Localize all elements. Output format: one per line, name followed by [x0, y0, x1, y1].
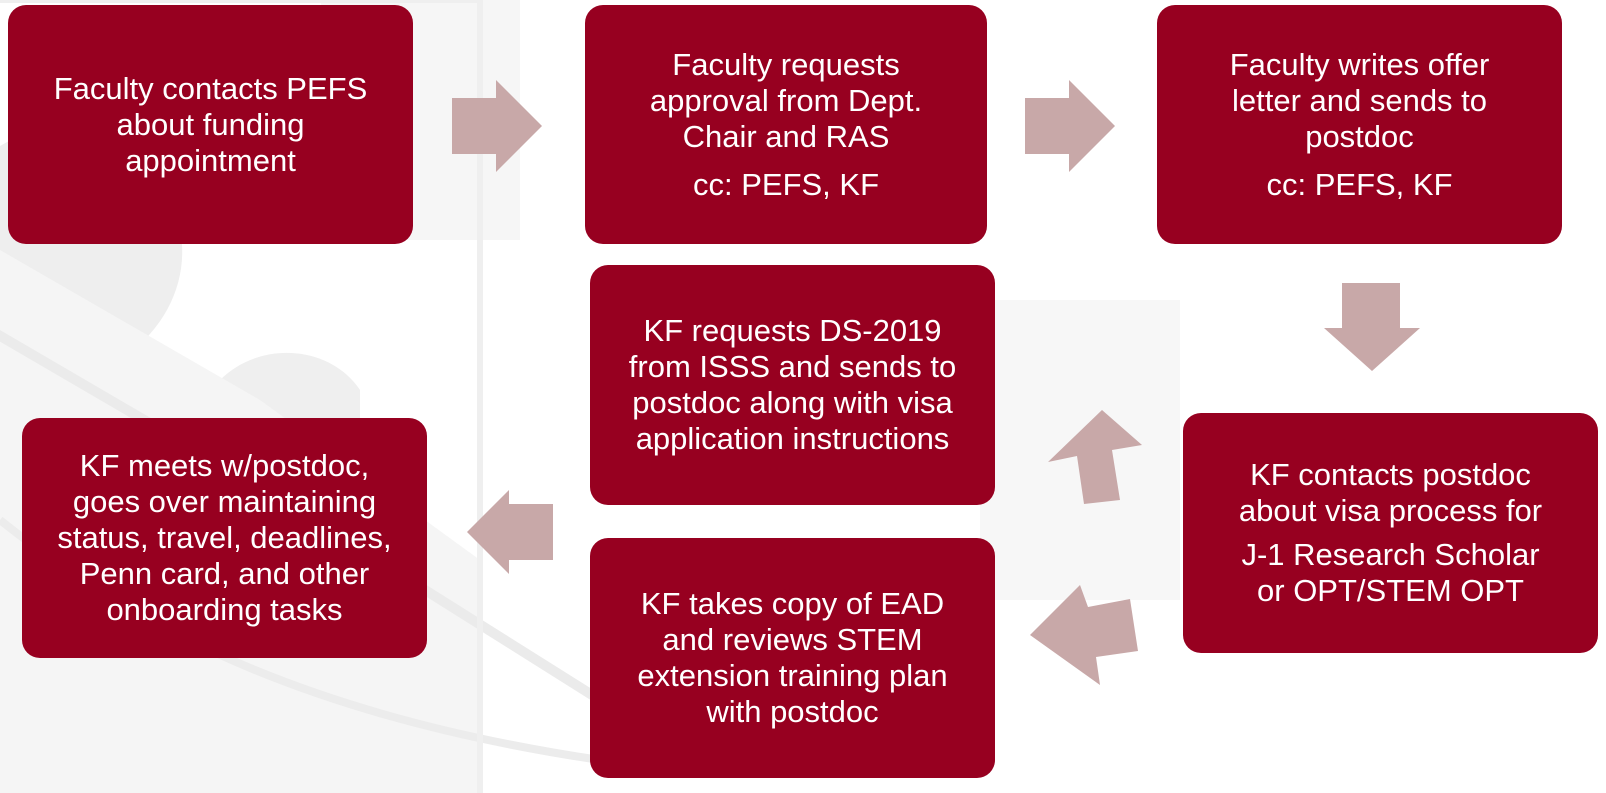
arrow-diagonal-down-left [1030, 585, 1138, 685]
arrow-right-2 [1025, 80, 1115, 172]
step-5-box: KF requests DS-2019 from ISSS and sends … [590, 265, 995, 505]
step-3-line-3: postdoc [1305, 118, 1414, 154]
step-4-line-2: about visa process for [1238, 493, 1543, 528]
step-6-line-1: KF takes copy of EAD [640, 586, 945, 621]
step-6-line-2: and reviews STEM [662, 622, 923, 657]
arrow-down [1324, 283, 1420, 371]
arrow-left [467, 490, 553, 574]
step-2-box: Faculty requests approval from Dept. Cha… [585, 5, 987, 244]
step-2-line-1: Faculty requests [672, 46, 900, 82]
step-3-line-1: Faculty writes offer [1229, 46, 1490, 82]
step-6-line-3: extension training plan [637, 658, 948, 693]
step-4-sub-2: or OPT/STEM OPT [1257, 573, 1524, 608]
step-6-line-4: with postdoc [706, 694, 879, 729]
step-6-box: KF takes copy of EAD and reviews STEM ex… [590, 538, 995, 778]
step-7-line-5: onboarding tasks [106, 592, 343, 627]
step-7-line-4: Penn card, and other [79, 556, 370, 591]
step-4-box: KF contacts postdoc about visa process f… [1183, 413, 1598, 653]
step-5-line-4: application instructions [635, 421, 950, 456]
step-1-line-3: appointment [125, 142, 296, 178]
arrow-diagonal-up-left [1048, 410, 1142, 504]
step-5-line-1: KF requests DS-2019 [643, 313, 942, 348]
step-1-line-1: Faculty contacts PEFS [53, 70, 368, 106]
step-3-line-2: letter and sends to [1231, 82, 1488, 118]
step-2-line-3: Chair and RAS [682, 118, 890, 154]
step-2-cc: cc: PEFS, KF [692, 166, 880, 202]
step-3-box: Faculty writes offer letter and sends to… [1157, 5, 1562, 244]
step-5-line-3: postdoc along with visa [632, 385, 953, 420]
step-2-line-2: approval from Dept. [649, 82, 923, 118]
arrow-right-1 [452, 80, 542, 172]
step-7-box: KF meets w/postdoc, goes over maintainin… [22, 418, 427, 658]
step-5-line-2: from ISSS and sends to [628, 349, 957, 384]
step-1-line-2: about funding [116, 106, 305, 142]
step-1-box: Faculty contacts PEFS about funding appo… [8, 5, 413, 244]
step-4-sub-1: J-1 Research Scholar [1241, 537, 1540, 572]
step-3-cc: cc: PEFS, KF [1266, 166, 1453, 202]
step-7-line-1: KF meets w/postdoc, [79, 448, 370, 483]
step-4-line-1: KF contacts postdoc [1250, 457, 1531, 492]
step-7-line-2: goes over maintaining [72, 484, 377, 519]
step-7-line-3: status, travel, deadlines, [57, 520, 392, 555]
